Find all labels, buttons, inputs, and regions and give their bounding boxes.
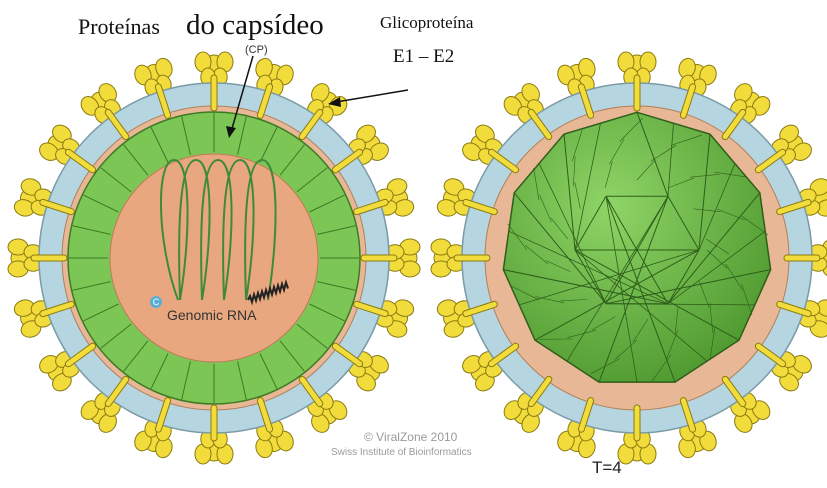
glycoprotein-label: Glicoproteína — [380, 13, 473, 33]
nucleocapsid-core — [110, 154, 318, 362]
capsid-proteins-label: Proteínas — [78, 14, 160, 40]
institute-credit: Swiss Institute of Bioinformatics — [331, 447, 472, 458]
capsid-protein-abbrev: (CP) — [245, 44, 268, 56]
glycoprotein-pointer-arrow — [336, 90, 408, 102]
virion-surface-view — [431, 52, 827, 464]
copyright-credit: © ViralZone 2010 — [364, 430, 457, 444]
triangulation-number: T=4 — [592, 458, 622, 478]
c-badge-icon: C — [150, 296, 162, 308]
genomic-rna-label: Genomic RNA — [167, 307, 256, 323]
capsid-proteins-label-large: do capsídeo — [186, 9, 324, 42]
glycoprotein-ids-label: E1 – E2 — [393, 46, 454, 68]
virion-cross-section — [8, 52, 420, 464]
